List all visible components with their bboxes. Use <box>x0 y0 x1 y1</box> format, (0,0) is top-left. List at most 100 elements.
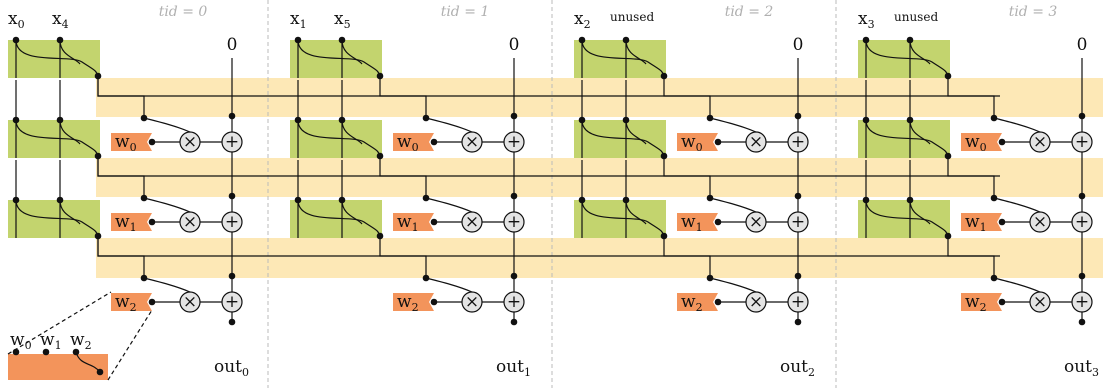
shuffle-curve <box>625 119 647 145</box>
multiply-symbol: × <box>465 212 479 232</box>
weight-tag <box>111 213 152 231</box>
weight-label-subscript: 2 <box>412 301 419 314</box>
weight-tag <box>677 133 718 151</box>
packed-weight-label-subscript: 2 <box>85 339 92 352</box>
shuffle-curve <box>865 199 949 237</box>
register-block <box>574 120 666 158</box>
output-label-base: out <box>1064 357 1092 377</box>
operand-curve <box>709 117 757 133</box>
multiply-symbol: × <box>1033 212 1047 232</box>
packed-weight-label-base: w <box>10 330 25 350</box>
multiply-symbol: × <box>465 292 479 312</box>
output-label: out1 <box>496 357 531 379</box>
add-symbol: + <box>791 132 805 152</box>
output-label: out0 <box>214 357 249 379</box>
weight-label-base: w <box>965 132 980 152</box>
shuffle-curve <box>341 199 363 225</box>
input-label-a-base: x <box>858 9 868 29</box>
add-op <box>503 291 525 313</box>
input-label-b: unused <box>610 10 654 24</box>
input-label-a-subscript: 2 <box>584 18 591 31</box>
input-label-b: unused <box>894 10 938 24</box>
weight-label-subscript: 0 <box>696 141 703 154</box>
accum-dot <box>228 192 236 200</box>
zoom-guide-line <box>7 291 112 355</box>
weight-label-subscript: 1 <box>980 221 987 234</box>
thread-id-label: tid = 3 <box>1009 4 1058 20</box>
input-label-b: x5 <box>334 9 351 31</box>
register-block <box>574 200 666 238</box>
accumulator-init-label: 0 <box>227 35 238 55</box>
packed-output-dot <box>96 368 104 376</box>
weight-dot <box>430 298 438 306</box>
add-symbol: + <box>225 132 239 152</box>
output-dot <box>510 318 518 326</box>
weight-label-base: w <box>115 132 130 152</box>
packed-weight-label-subscript: 0 <box>25 339 32 352</box>
shuffle-curve <box>909 119 931 145</box>
add-symbol: + <box>791 212 805 232</box>
weight-label-subscript: 1 <box>412 221 419 234</box>
accum-dot <box>794 192 802 200</box>
weight-tag <box>961 293 1002 311</box>
weight-dot <box>430 218 438 226</box>
add-symbol: + <box>1075 212 1089 232</box>
weight-label: w1 <box>115 212 137 234</box>
thread-id-label: tid = 2 <box>725 4 774 20</box>
operand-curve <box>143 117 191 133</box>
cross-thread-wire <box>97 236 1000 257</box>
weight-label-base: w <box>681 132 696 152</box>
multiply-symbol: × <box>1033 292 1047 312</box>
output-label-base: out <box>780 357 808 377</box>
weight-label-base: w <box>965 292 980 312</box>
add-symbol: + <box>507 292 521 312</box>
add-op <box>1071 291 1093 313</box>
packed-weight-label-base: w <box>40 330 55 350</box>
shuffle-band-2 <box>96 238 1103 278</box>
accum-dot <box>794 272 802 280</box>
weight-dot <box>430 138 438 146</box>
output-label: out3 <box>1064 357 1099 379</box>
weight-label-subscript: 0 <box>412 141 419 154</box>
operand-curve <box>143 197 191 213</box>
input-label-b: x4 <box>52 9 69 31</box>
thread-id-label: tid = 1 <box>441 4 490 20</box>
add-symbol: + <box>1075 292 1089 312</box>
operand-curve <box>993 117 1041 133</box>
shuffle-curve <box>625 39 647 65</box>
output-label-base: out <box>214 357 242 377</box>
input-label-a-subscript: 3 <box>868 18 875 31</box>
accum-dot <box>794 112 802 120</box>
input-label-a-base: x <box>574 9 584 29</box>
accum-dot <box>510 192 518 200</box>
weight-dot <box>148 298 156 306</box>
shuffle-curve <box>865 119 949 157</box>
cross-thread-wire <box>97 76 1000 97</box>
weight-tag <box>393 133 434 151</box>
shuffle-curve <box>625 199 647 225</box>
output-label: out2 <box>780 357 815 379</box>
accum-dot <box>228 272 236 280</box>
shuffle-curve <box>865 39 949 77</box>
input-label-a: x0 <box>8 9 25 31</box>
cross-thread-wire <box>97 156 1000 177</box>
register-block <box>8 40 100 78</box>
register-block <box>8 120 100 158</box>
add-op <box>221 131 243 153</box>
packed-weight-dot <box>42 348 50 356</box>
operand-curve <box>425 197 473 213</box>
weight-label: w0 <box>965 132 987 154</box>
weight-dot <box>998 138 1006 146</box>
accumulator-init-label: 0 <box>1077 35 1088 55</box>
zoom-guide-line <box>107 309 153 381</box>
accumulator-init-label: 0 <box>793 35 804 55</box>
register-block <box>574 40 666 78</box>
weight-label-subscript: 2 <box>980 301 987 314</box>
weight-dot <box>998 298 1006 306</box>
weight-label: w2 <box>397 292 419 314</box>
multiply-symbol: × <box>749 212 763 232</box>
packed-weight-label: w0 <box>10 330 32 352</box>
operand-curve <box>425 277 473 293</box>
packed-weight-label-base: w <box>70 330 85 350</box>
shuffle-curve <box>341 119 363 145</box>
